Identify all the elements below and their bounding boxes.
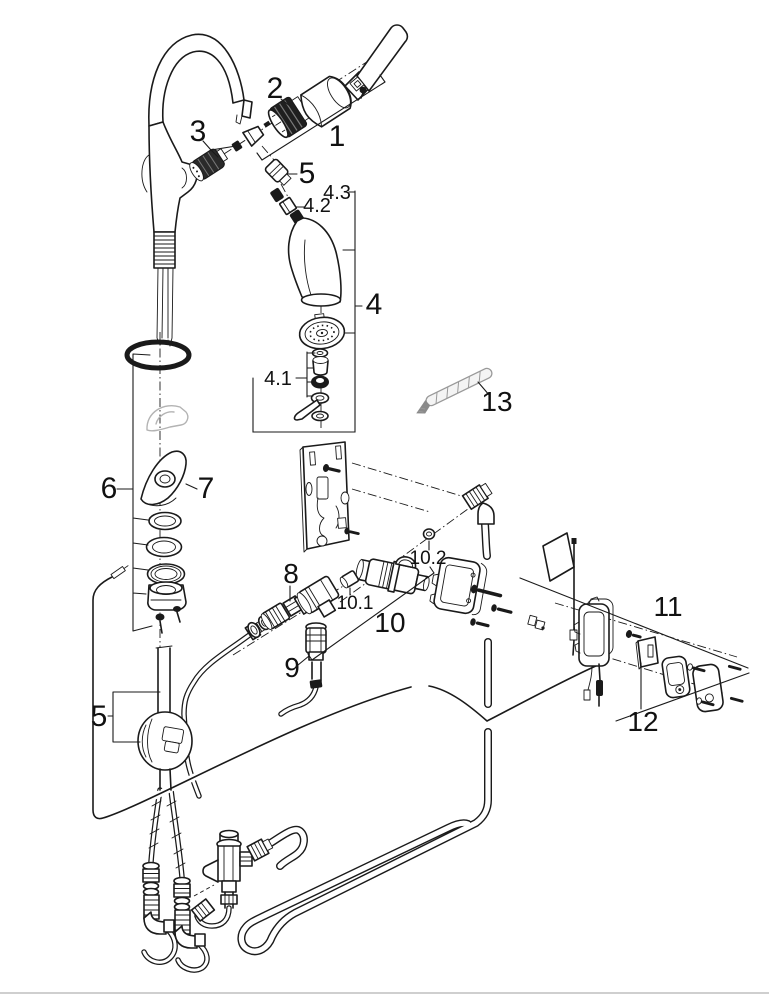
callout-4-3: 4.3 [323,182,351,204]
mounting-screws [155,606,181,634]
cover-screws [687,663,744,707]
callout-7: 7 [198,472,215,505]
callout-5-bottom: 5 [91,700,108,733]
aerator-seal [231,140,243,152]
axis-lines [159,46,738,897]
pin [263,120,271,128]
elbow-fitting [461,482,495,525]
supply-fittings [142,861,206,949]
bracket-screw [322,464,341,473]
solenoid-screws [470,584,513,628]
callout-4-2: 4.2 [303,195,331,217]
callout-3: 3 [190,115,207,148]
callout-9: 9 [284,652,300,683]
spray-face [298,313,346,350]
callout-10: 10 [374,607,405,638]
spout-sleeve [300,75,352,128]
check-valve-group [247,575,340,689]
callout-11: 11 [653,591,682,622]
mounting-flange [147,581,187,611]
callout-12: 12 [627,706,658,737]
callout-8: 8 [283,558,299,589]
base-parts-column [124,339,192,634]
seal-4-2 [279,196,297,216]
handle-screw [359,86,367,94]
rotation-limiter-7 [140,450,187,507]
hanging-cable [569,538,578,656]
callout-labels: 2 3 1 5 4.3 4.2 4 4.1 13 6 7 8 10.2 10.1… [91,72,683,737]
tee-fitting-assembly [190,829,274,929]
faucet-shank [153,231,176,347]
callout-4: 4 [366,288,383,321]
cable-connector [110,566,126,580]
main-supply-hose-loop [237,520,492,956]
ghost-part-outline [146,405,189,432]
seal-4-3 [270,188,284,202]
grease-tool-13 [416,367,493,414]
callout-2: 2 [267,72,284,105]
sensor-cable [89,565,600,823]
check-valve-cartridge [260,602,291,630]
faucet-spout [141,33,253,347]
spray-hose [181,630,319,799]
flow-cone [242,125,265,147]
page-footer-divider [0,992,769,994]
ring-10-2 [422,528,436,540]
callout-10-1: 10.1 [337,593,374,614]
tee-valve-body [293,575,340,618]
hose-nipple-part5 [264,158,292,186]
cable-clip [527,614,546,631]
template-card [542,532,575,582]
faucet-head [148,121,198,233]
braided-supply-hoses [141,787,210,973]
coupling-9 [305,622,327,661]
bushing-10-1 [339,570,360,589]
callout-10-2: 10.2 [410,548,447,569]
bracket-screw [344,527,360,536]
callout-4-1: 4.1 [264,368,292,390]
valve-10 [355,556,430,595]
callout-1: 1 [329,120,346,153]
aerator [189,148,228,182]
spray-collar [267,96,312,139]
callout-6: 6 [101,472,118,505]
hose-end [309,679,323,689]
spray-head-internals-4-1 [293,348,330,422]
callout-5-top: 5 [299,157,316,190]
leader-lines [107,74,750,743]
control-box-group-11 [573,596,744,713]
pullout-hose-and-weight [137,645,193,791]
spray-head-cone [287,217,342,303]
lever-handle [344,24,409,101]
o-ring [124,339,192,371]
box-cover [661,655,691,699]
spray-head-group [270,188,346,422]
callout-13: 13 [481,386,512,417]
wall-bracket [299,441,360,553]
